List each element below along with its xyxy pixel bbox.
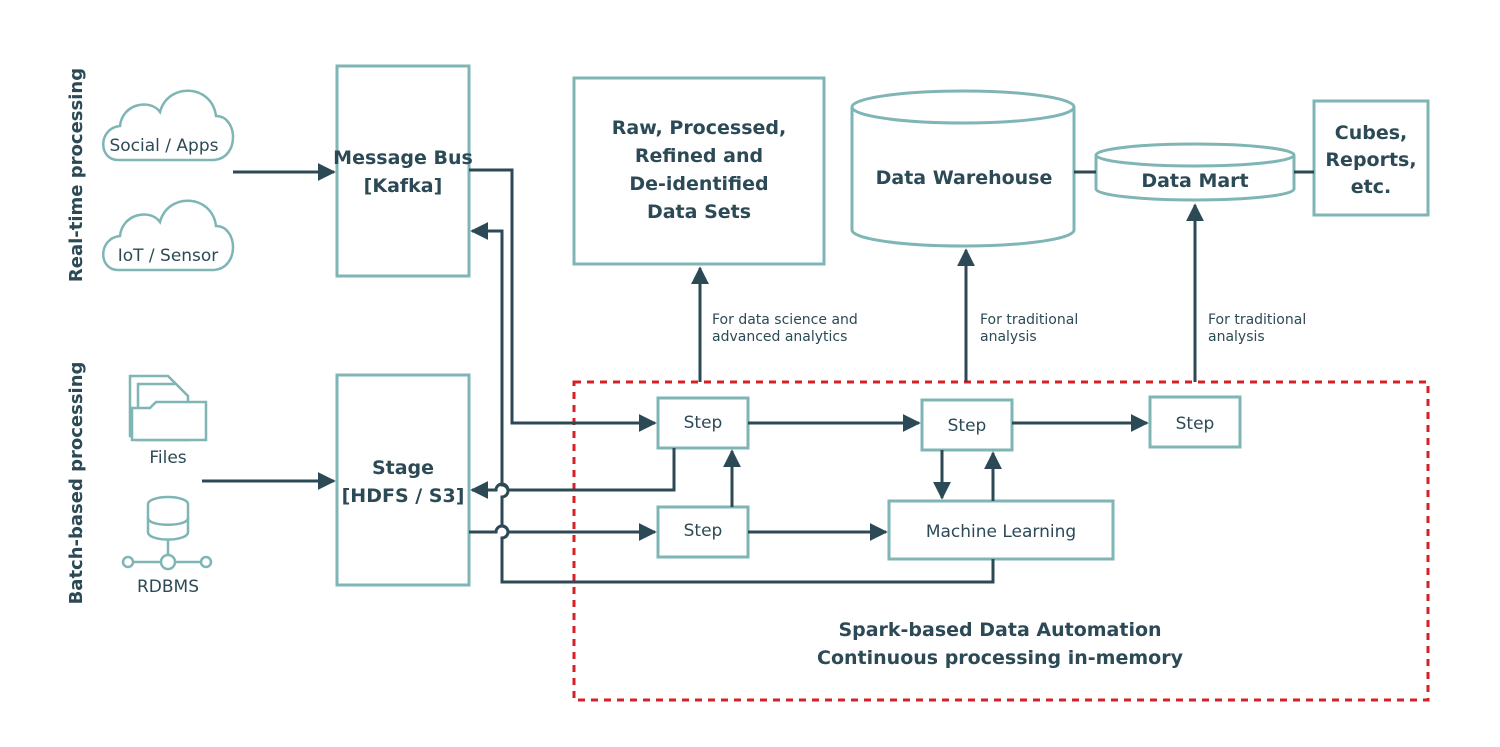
datasets-box: [572, 76, 826, 266]
data-warehouse-label: Data Warehouse: [876, 167, 1053, 189]
annotation-traditional-1b: analysis: [980, 329, 1037, 345]
cloud-icon: [102, 89, 235, 162]
data-warehouse-cylinder: [850, 89, 1076, 248]
annotation-data-science-1: For data science and: [712, 312, 858, 328]
datasets-label-4: Data Sets: [647, 201, 751, 223]
annotation-data-science-2: advanced analytics: [712, 329, 847, 345]
bus-to-step1-arrow: [469, 168, 657, 432]
machine-learning-box: [887, 499, 1115, 561]
iot-sensor-label: IoT / Sensor: [118, 246, 219, 266]
database-icon: [121, 495, 213, 571]
stage-sublabel: [HDFS / S3]: [342, 485, 465, 507]
step-label-4: Step: [684, 521, 723, 541]
files-label: Files: [149, 448, 186, 468]
folder-icon: [128, 374, 208, 442]
step1-to-stage-arrow: [470, 448, 676, 499]
step-box-2: [920, 398, 1014, 452]
stage-box: [335, 373, 471, 587]
cubes-label-1: Cubes,: [1335, 122, 1407, 144]
datasets-label-3: De-identified: [629, 173, 768, 195]
datasets-label-1: Raw, Processed,: [612, 117, 786, 139]
stage-to-step4-arrow: [469, 523, 657, 541]
machine-learning-label: Machine Learning: [926, 522, 1076, 542]
cloud-icon: [102, 199, 235, 272]
cubes-label-2: Reports,: [1325, 149, 1416, 171]
stage-label: Stage: [372, 457, 434, 479]
message-bus-label: Message Bus: [333, 147, 473, 169]
message-bus-box: [335, 64, 471, 278]
cubes-label-3: etc.: [1351, 176, 1391, 198]
spark-title: Spark-based Data Automation: [838, 619, 1161, 641]
batch-processing-label: Batch-based processing: [66, 362, 87, 605]
step-label-3: Step: [1176, 414, 1215, 434]
datasets-label-2: Refined and: [635, 145, 763, 167]
step-box-3: [1148, 395, 1242, 449]
spark-subtitle: Continuous processing in-memory: [817, 647, 1184, 669]
annotation-traditional-2b: analysis: [1208, 329, 1265, 345]
step-label-2: Step: [948, 416, 987, 436]
cubes-box: [1312, 99, 1430, 217]
annotation-traditional-1a: For traditional: [980, 312, 1078, 328]
realtime-processing-label: Real-time processing: [66, 68, 87, 282]
spark-boundary: [572, 380, 1430, 702]
social-apps-label: Social / Apps: [109, 136, 218, 156]
annotation-traditional-2a: For traditional: [1208, 312, 1306, 328]
step-label-1: Step: [684, 413, 723, 433]
data-mart-cylinder: [1094, 142, 1296, 202]
rdbms-label: RDBMS: [137, 577, 199, 597]
message-bus-sublabel: [Kafka]: [364, 175, 443, 197]
data-mart-label: Data Mart: [1141, 170, 1248, 192]
step-box-1: [656, 396, 750, 450]
